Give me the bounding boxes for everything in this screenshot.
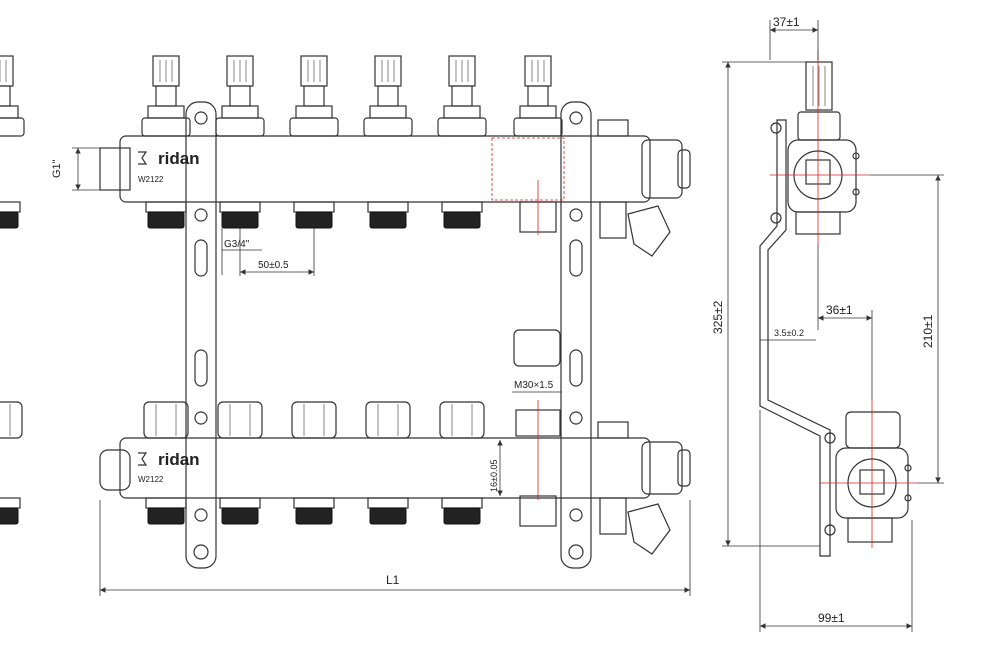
dim-bracket-thickness: 3.5±0.2 <box>774 328 804 338</box>
side-view: 37±1 325±2 36±1 3.5±0.2 210±1 99±1 <box>711 15 944 632</box>
left-mounting-rail <box>185 101 217 569</box>
front-view: ridan W2122 ridan W2122 G1" G3/4" 50±0.5… <box>0 55 691 596</box>
rail-clamps <box>194 111 583 522</box>
ridan-logo-mark <box>138 151 148 466</box>
dim-depth: 99±1 <box>818 611 845 625</box>
dim-top-offset: 37±1 <box>773 15 800 29</box>
brand-logo-bottom: ridan <box>158 450 200 469</box>
dim-bracket-offset: 36±1 <box>826 303 853 317</box>
model-label-bottom: W2122 <box>138 475 164 484</box>
dim-nut-thread: M30×1.5 <box>514 380 554 391</box>
dim-overall-length: L1 <box>386 573 400 587</box>
side-mounting-bracket <box>759 119 831 557</box>
brand-logo-top: ridan <box>158 149 200 168</box>
dim-valve-size: 16±0.05 <box>489 460 499 492</box>
return-outlets <box>0 495 557 527</box>
flow-meters <box>0 55 563 137</box>
drain-valve-bottom <box>597 421 671 555</box>
supply-outlets <box>0 180 557 235</box>
side-supply-unit <box>770 50 870 245</box>
drain-valve-top <box>597 119 671 257</box>
supply-manifold <box>99 135 691 203</box>
model-label-top: W2122 <box>138 175 164 184</box>
dim-height: 325±2 <box>711 300 725 334</box>
dim-inlet-thread: G1" <box>51 159 63 178</box>
dim-outlet-thread: G3/4" <box>224 239 250 250</box>
side-return-unit <box>820 400 918 548</box>
dim-pitch: 50±0.5 <box>258 260 289 271</box>
dim-center-distance: 210±1 <box>921 314 935 348</box>
right-mounting-rail <box>560 101 592 569</box>
return-valve-caps <box>0 329 561 500</box>
